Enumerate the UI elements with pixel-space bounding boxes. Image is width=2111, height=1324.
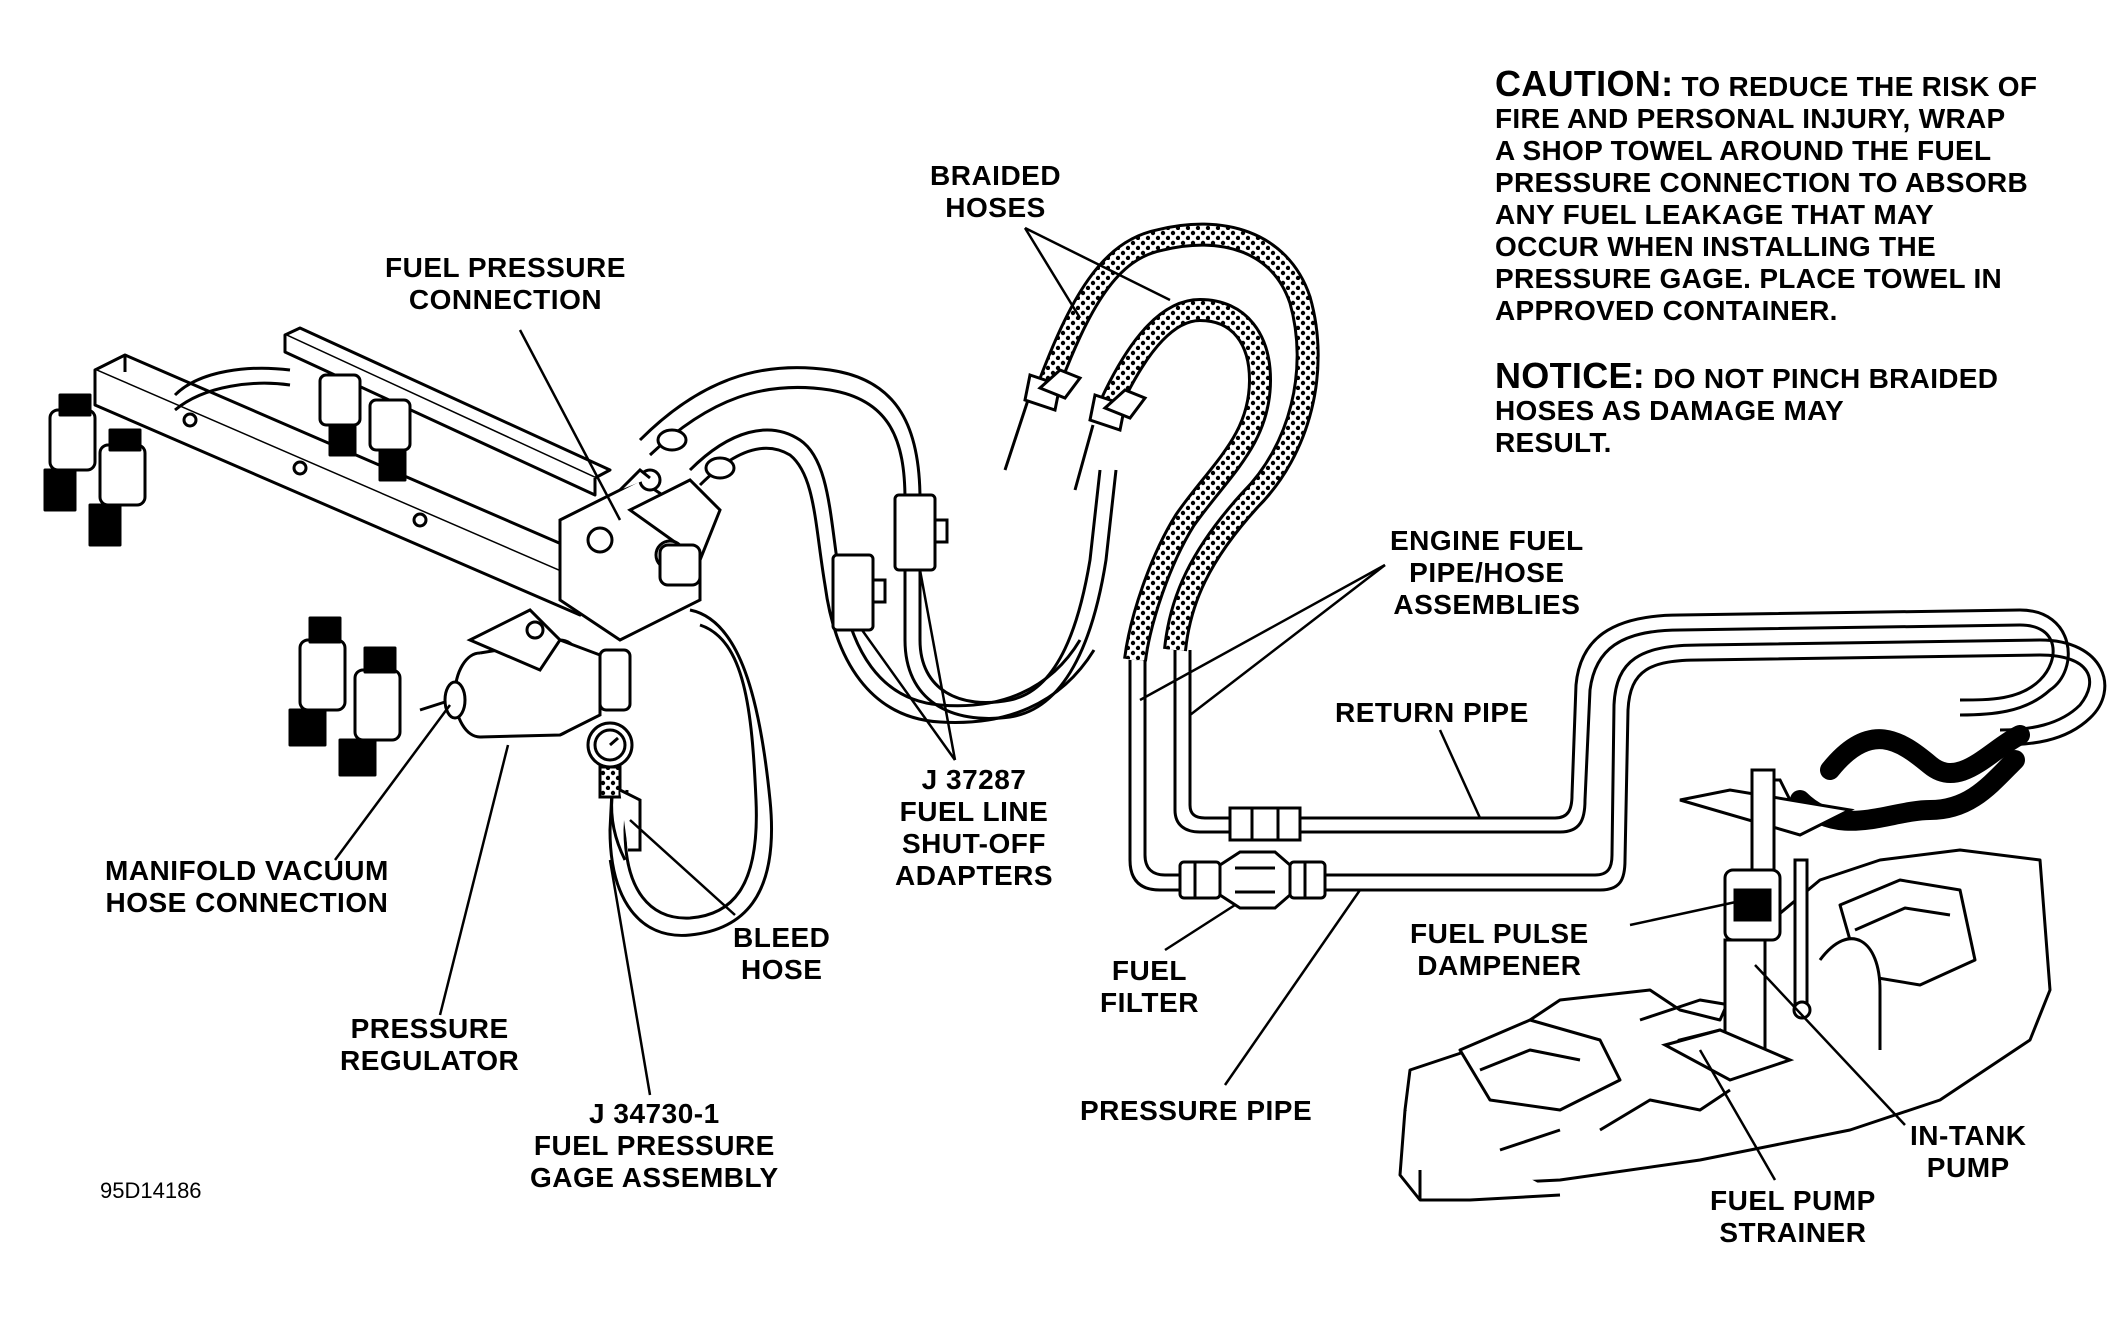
label-line: FUEL PRESSURE xyxy=(385,252,626,283)
label-line: FUEL PRESSURE xyxy=(533,1130,775,1161)
label-bleed-hose: BLEED HOSE xyxy=(733,922,830,986)
label-line: REGULATOR xyxy=(340,1045,520,1076)
label-line: FUEL PULSE xyxy=(1410,918,1589,949)
label-manifold-vacuum: MANIFOLD VACUUM HOSE CONNECTION xyxy=(105,855,389,919)
label-line: J 37287 xyxy=(921,764,1027,795)
injector-left-1 xyxy=(43,393,97,512)
notice-first-line: NOTICE: DO NOT PINCH BRAIDED xyxy=(1495,358,1999,395)
label-in-tank-pump: IN-TANK PUMP xyxy=(1910,1120,2027,1184)
label-line: FUEL PUMP xyxy=(1710,1185,1876,1216)
caution-line: ANY FUEL LEAKAGE THAT MAY xyxy=(1495,199,1934,230)
fuel-filter xyxy=(1178,850,1327,910)
label-pressure-pipe: PRESSURE PIPE xyxy=(1080,1095,1312,1127)
label-line: GAGE ASSEMBLY xyxy=(530,1162,779,1193)
label-return-pipe: RETURN PIPE xyxy=(1335,697,1529,729)
shut-off-adapter-1 xyxy=(893,493,949,572)
caution-heading: CAUTION: xyxy=(1495,63,1674,104)
label-line: PUMP xyxy=(1926,1152,2010,1183)
injector-left-2 xyxy=(88,428,147,547)
fuel-pressure-connection-block xyxy=(558,467,722,642)
injector-back-1 xyxy=(318,373,362,457)
injector-front-2 xyxy=(338,646,402,777)
label-line: STRAINER xyxy=(1719,1217,1867,1248)
figure-id: 95D14186 xyxy=(100,1178,202,1203)
fuel-pump-strainer xyxy=(1660,1028,1795,1082)
label-line: IN-TANK xyxy=(1910,1120,2027,1151)
hose-clamps xyxy=(656,428,736,480)
label-fuel-pressure-connection: FUEL PRESSURE CONNECTION xyxy=(385,252,626,316)
braided-hose-couplers xyxy=(1003,368,1148,491)
label-line: MANIFOLD VACUUM xyxy=(105,855,389,886)
label-line: DAMPENER xyxy=(1417,950,1582,981)
label-line: SHUT-OFF xyxy=(902,828,1046,859)
label-line: PIPE/HOSE xyxy=(1409,557,1565,588)
notice-first-line-text: DO NOT PINCH BRAIDED xyxy=(1653,363,1999,394)
label-fuel-filter: FUEL FILTER xyxy=(1100,955,1199,1019)
caution-first-line: CAUTION: TO REDUCE THE RISK OF xyxy=(1495,66,2038,103)
label-pressure-regulator: PRESSURE REGULATOR xyxy=(340,1013,519,1077)
fuel-rail-assembly xyxy=(93,326,612,617)
caution-line: FIRE AND PERSONAL INJURY, WRAP xyxy=(1495,103,2006,134)
label-line: PRESSURE PIPE xyxy=(1080,1095,1313,1126)
label-line: ASSEMBLIES xyxy=(1393,589,1581,620)
label-fuel-pump-strainer: FUEL PUMP STRAINER xyxy=(1710,1185,1876,1249)
notice-line: RESULT. xyxy=(1495,427,1612,458)
label-line: ADAPTERS xyxy=(895,860,1054,891)
fuel-pressure-gage xyxy=(586,721,642,861)
label-line: PRESSURE xyxy=(350,1013,509,1044)
shut-off-adapters xyxy=(831,493,949,632)
label-line: BRAIDED xyxy=(930,160,1062,191)
caution-note: CAUTION: TO REDUCE THE RISK OF FIRE AND … xyxy=(1495,66,2038,327)
label-line: HOSES xyxy=(945,192,1046,223)
label-line: CONNECTION xyxy=(408,284,603,315)
caution-line: A SHOP TOWEL AROUND THE FUEL xyxy=(1495,135,1992,166)
label-line: RETURN PIPE xyxy=(1335,697,1529,728)
label-line: FUEL LINE xyxy=(899,796,1049,827)
shut-off-adapter-2 xyxy=(831,553,887,632)
braided-hoses xyxy=(1033,222,1320,662)
label-line: HOSE xyxy=(741,954,823,985)
caution-first-line-text: TO REDUCE THE RISK OF xyxy=(1681,71,2038,102)
label-j34730-gage: J 34730-1 FUEL PRESSURE GAGE ASSEMBLY xyxy=(530,1098,779,1194)
label-j37287-adapters: J 37287 FUEL LINE SHUT-OFF ADAPTERS xyxy=(895,764,1053,892)
label-line: BLEED xyxy=(733,922,831,953)
notice-line: HOSES AS DAMAGE MAY xyxy=(1495,395,1845,426)
notice-heading: NOTICE: xyxy=(1495,355,1646,396)
chassis-pipes xyxy=(1128,608,2107,892)
caution-line: APPROVED CONTAINER. xyxy=(1495,295,1838,326)
injector-front-1 xyxy=(288,616,347,747)
tank-flex-hoses xyxy=(1790,725,2030,831)
caution-line: PRESSURE GAGE. PLACE TOWEL IN xyxy=(1495,263,2003,294)
label-line: FILTER xyxy=(1100,987,1199,1018)
caution-line: OCCUR WHEN INSTALLING THE xyxy=(1495,231,1936,262)
fuel-injectors xyxy=(43,373,412,777)
label-line: ENGINE FUEL xyxy=(1390,525,1584,556)
label-line: J 34730-1 xyxy=(589,1098,720,1129)
label-engine-fuel-pipe-hose: ENGINE FUEL PIPE/HOSE ASSEMBLIES xyxy=(1390,525,1584,621)
label-line: FUEL xyxy=(1111,955,1188,986)
label-line: HOSE CONNECTION xyxy=(105,887,389,918)
notice-note: NOTICE: DO NOT PINCH BRAIDED HOSES AS DA… xyxy=(1495,358,1999,459)
leader-lines xyxy=(333,226,1906,1181)
caution-line: PRESSURE CONNECTION TO ABSORB xyxy=(1495,167,2028,198)
return-pipe-coupler xyxy=(1228,806,1302,842)
label-fuel-pulse-dampener: FUEL PULSE DAMPENER xyxy=(1410,918,1589,982)
injector-back-2 xyxy=(368,398,412,482)
pressure-regulator xyxy=(419,608,632,739)
label-braided-hoses: BRAIDED HOSES xyxy=(930,160,1061,224)
